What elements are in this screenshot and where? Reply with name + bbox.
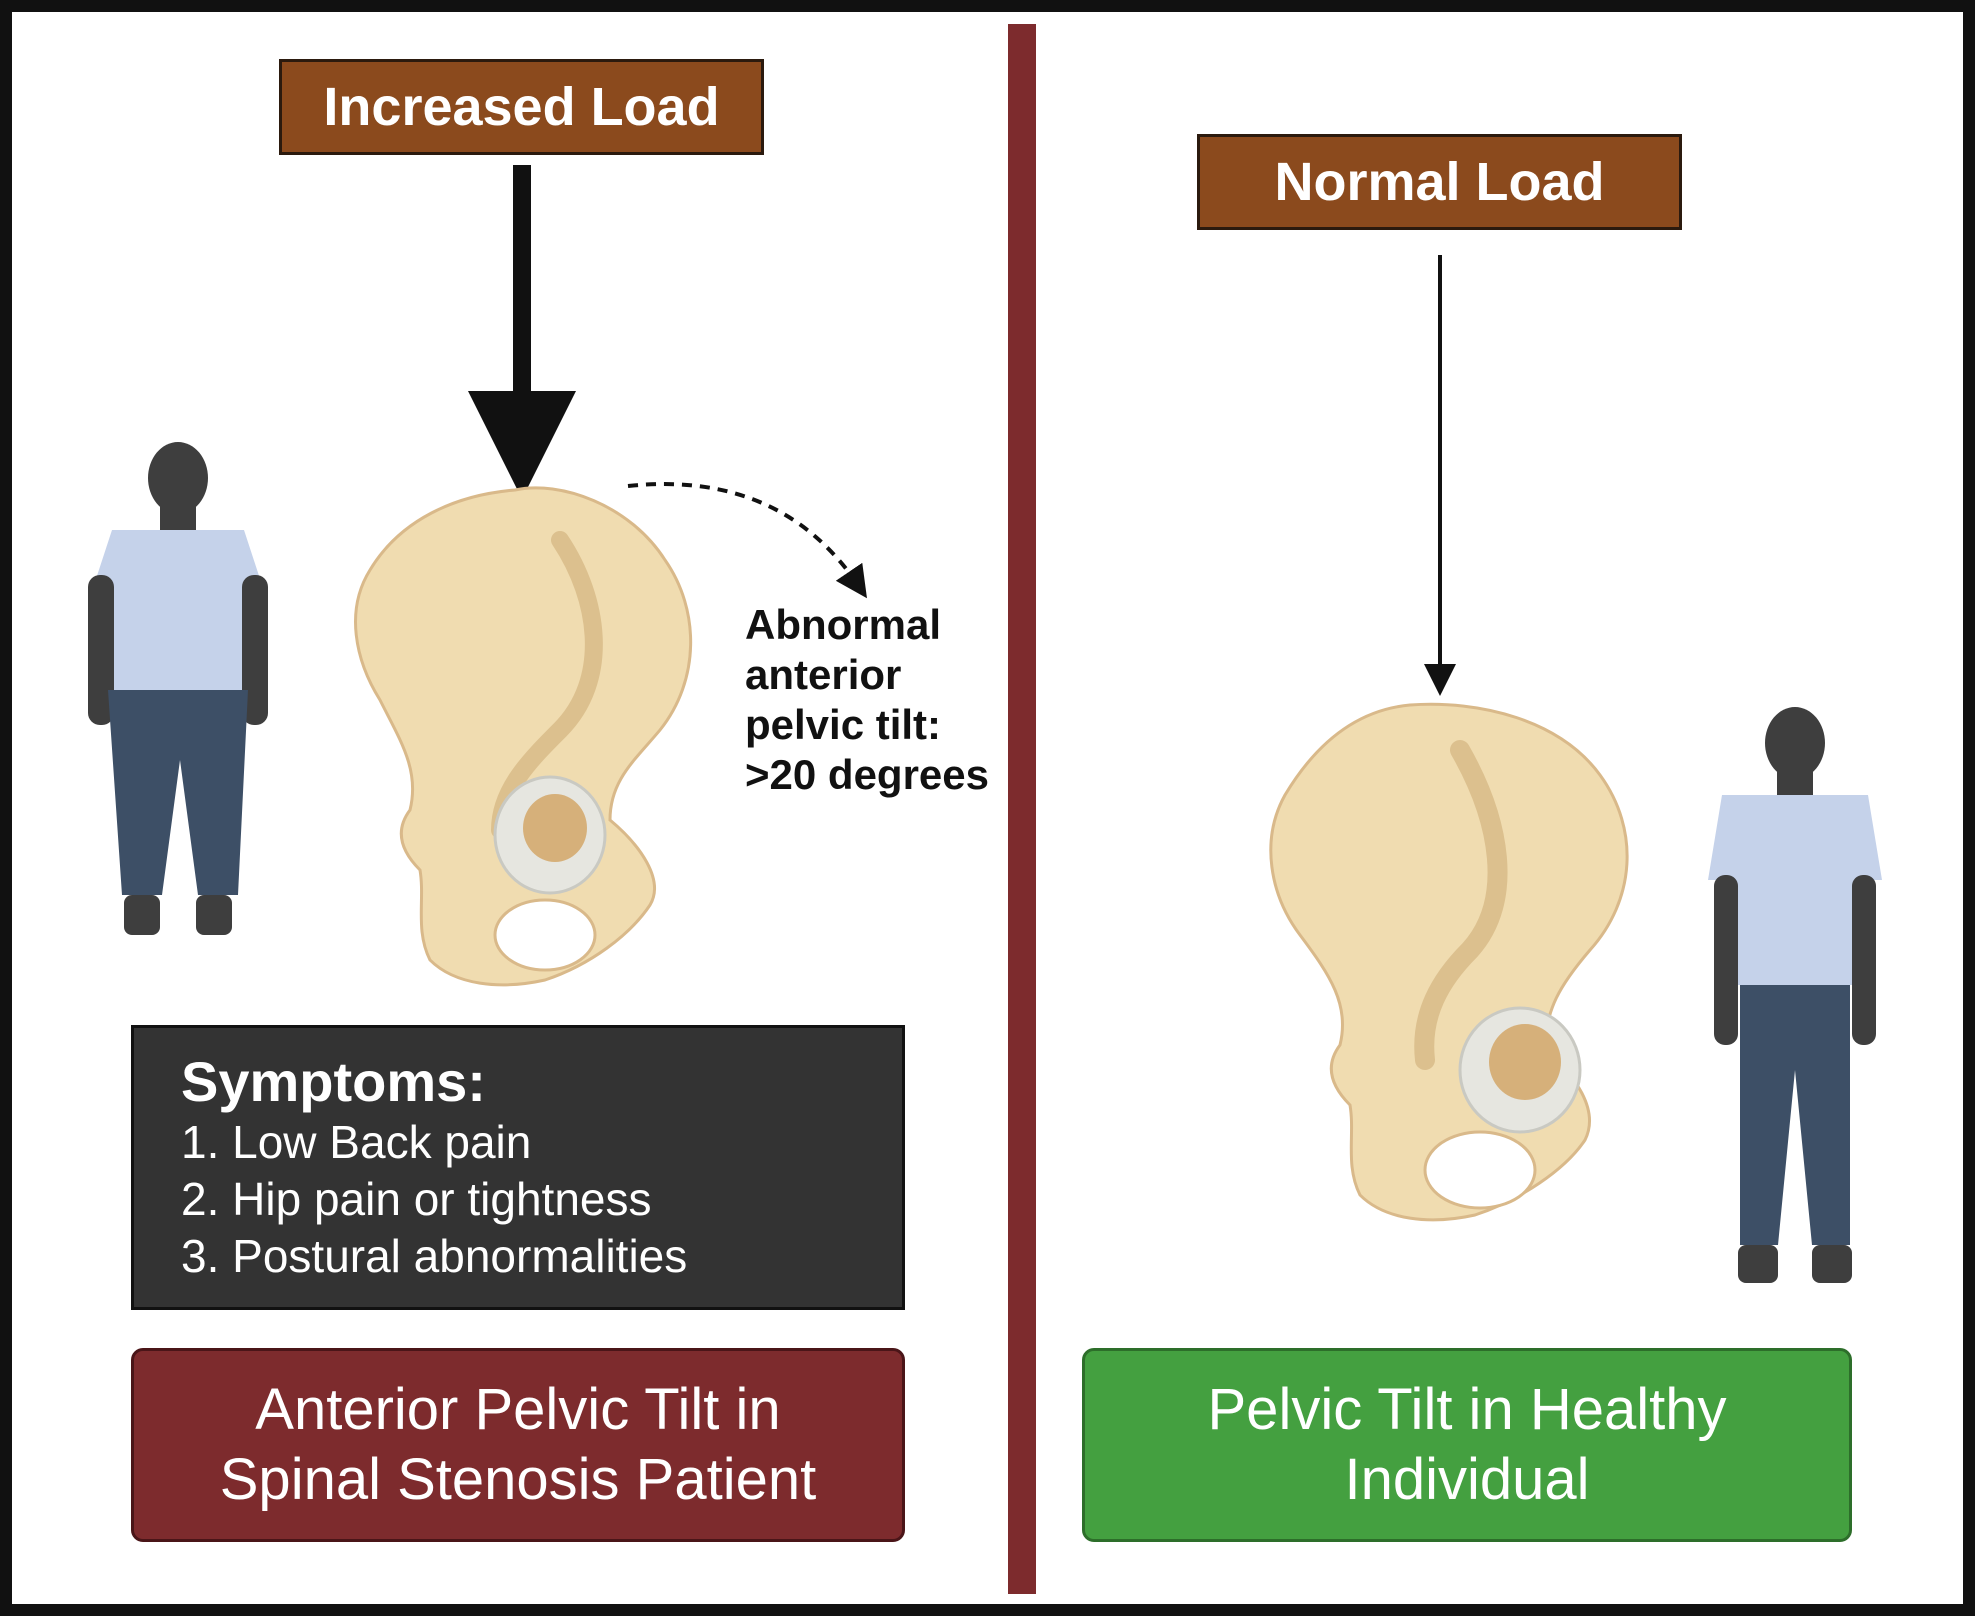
increased-load-label: Increased Load (279, 59, 764, 155)
pelvis-bone-normal (1269, 702, 1629, 1222)
tilt-annotation: Abnormal anterior pelvic tilt: >20 degre… (745, 601, 990, 798)
increased-load-text: Increased Load (323, 77, 720, 137)
symptoms-box: Symptoms: 1. Low Back pain 2. Hip pain o… (131, 1025, 905, 1310)
symptom-item: 1. Low Back pain (181, 1116, 532, 1168)
patient-figure (88, 442, 268, 935)
symptom-item: 3. Postural abnormalities (181, 1230, 688, 1282)
healthy-figure (1708, 707, 1882, 1283)
panel-divider (1008, 24, 1036, 1594)
pelvis-bone-tilted (354, 486, 693, 987)
tilt-direction-arrow (627, 482, 867, 599)
healthy-title: Pelvic Tilt in Healthy Individual (1207, 1377, 1727, 1512)
symptom-item: 2. Hip pain or tightness (181, 1173, 652, 1225)
patient-title-box: Anterior Pelvic Tilt in Spinal Stenosis … (131, 1348, 905, 1542)
healthy-title-box: Pelvic Tilt in Healthy Individual (1082, 1348, 1852, 1542)
normal-load-label: Normal Load (1197, 134, 1682, 230)
symptoms-heading: Symptoms: (181, 1050, 486, 1113)
patient-title: Anterior Pelvic Tilt in Spinal Stenosis … (219, 1377, 817, 1512)
normal-load-text: Normal Load (1274, 152, 1605, 212)
